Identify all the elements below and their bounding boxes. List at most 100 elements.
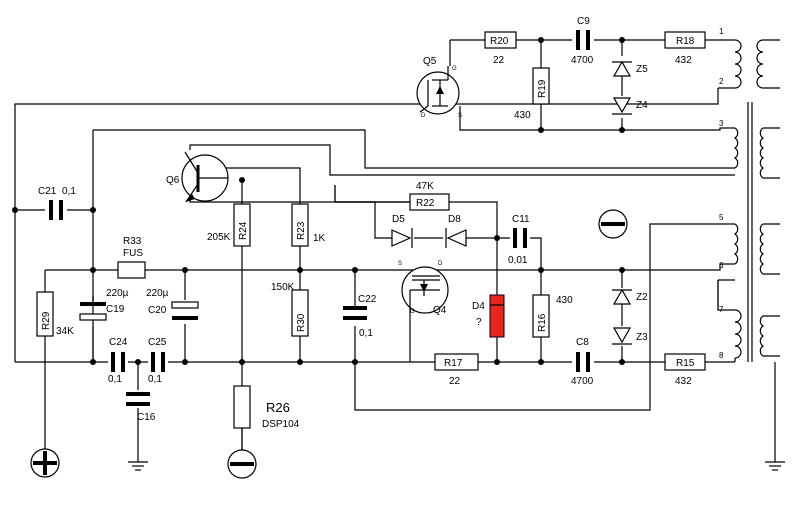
c8-label: C8 <box>576 337 589 348</box>
r20-resistor: R20 22 <box>484 31 517 66</box>
r33-value: FUS <box>123 248 143 259</box>
r15-label: R15 <box>676 358 695 369</box>
c25-capacitor: C25 0,1 <box>148 337 167 385</box>
r19-label: R19 <box>537 79 548 98</box>
c19-label: C19 <box>106 304 125 315</box>
q4-transistor: S D G Q4 <box>398 261 449 332</box>
c25-value: 0,1 <box>148 374 162 385</box>
r30-value: 150K <box>271 282 295 293</box>
c9-label: C9 <box>577 16 590 27</box>
c22-capacitor: C22 0,1 <box>343 294 377 339</box>
q4-pin-s: S <box>398 261 402 267</box>
minus-terminal-icon <box>598 209 628 239</box>
r19-value: 430 <box>514 110 531 121</box>
c20-label: C20 <box>148 305 167 316</box>
d4-body <box>489 294 505 338</box>
r29-label: R29 <box>41 311 52 330</box>
c22-label: C22 <box>358 294 377 305</box>
q4-label: Q4 <box>433 305 447 316</box>
q5-transistor: Q5 G D S <box>416 56 462 119</box>
r15-resistor: R15 432 <box>664 353 706 387</box>
d5-label: D5 <box>392 214 405 225</box>
r24-resistor: R24 205K <box>207 203 251 247</box>
c19-capacitor: 220µ C19 <box>79 288 129 321</box>
r19-resistor: R19 430 <box>514 67 550 121</box>
d4-value: ? <box>476 317 482 328</box>
d8-diode: D8 <box>445 214 467 248</box>
r17-resistor: R17 22 <box>434 353 479 387</box>
q5-label: Q5 <box>423 56 437 67</box>
q5-pin-g: G <box>452 66 457 72</box>
z4-label: Z4 <box>636 100 648 111</box>
c25-label: C25 <box>148 337 167 348</box>
z2-zener: Z2 <box>612 288 648 326</box>
r30-label: R30 <box>296 313 307 332</box>
c11-capacitor: C11 0,01 <box>508 214 530 266</box>
q6-transistor: Q6 <box>166 151 229 203</box>
r33-resistor: R33 FUS <box>117 236 146 279</box>
r16-resistor: R16 430 <box>532 294 573 338</box>
z3-zener: Z3 <box>612 327 648 345</box>
r26-label: R26 <box>266 400 290 415</box>
r18-value: 432 <box>675 55 692 66</box>
r17-value: 22 <box>449 376 461 387</box>
c20-capacitor: 220µ C20 <box>146 288 199 320</box>
r23-label: R23 <box>296 221 307 240</box>
c21-label: C21 <box>38 186 57 197</box>
r29-value: 34K <box>56 326 74 337</box>
r30-resistor: R30 150K <box>271 282 309 337</box>
pin-2: 2 <box>719 77 724 86</box>
r23-resistor: R23 1K <box>291 203 326 247</box>
r29-resistor: R29 34K <box>36 291 74 337</box>
r26-value: DSP104 <box>262 419 300 430</box>
r22-label: R22 <box>416 198 435 209</box>
ground-icon <box>765 362 785 471</box>
r15-value: 432 <box>675 376 692 387</box>
r17-label: R17 <box>444 358 463 369</box>
z5-zener: Z5 <box>612 60 648 96</box>
c9-value: 4700 <box>571 55 594 66</box>
pin-3: 3 <box>719 119 724 128</box>
junctions <box>12 37 625 365</box>
z3-label: Z3 <box>636 332 648 343</box>
c20-value: 220µ <box>146 288 169 299</box>
ground-icon <box>128 461 148 471</box>
c11-value: 0,01 <box>508 255 528 266</box>
r22-value: 47K <box>416 181 434 192</box>
minus-terminal-icon <box>227 449 257 479</box>
c21-capacitor: C21 0,1 <box>38 186 76 220</box>
r20-label: R20 <box>490 36 509 47</box>
r33-label: R33 <box>123 236 142 247</box>
c8-value: 4700 <box>571 376 594 387</box>
r18-resistor: R18 432 <box>664 31 706 66</box>
z4-zener: Z4 <box>612 97 648 115</box>
r26-resistor: R26 DSP104 <box>233 385 300 450</box>
z5-label: Z5 <box>636 64 648 75</box>
d4-diode: D4 ? <box>472 294 505 338</box>
pin-8: 8 <box>719 351 724 360</box>
q5-pin-s: S <box>458 113 462 119</box>
c21-value: 0,1 <box>62 186 76 197</box>
r16-label: R16 <box>537 313 548 332</box>
pin-1: 1 <box>719 27 724 36</box>
r24-label: R24 <box>238 221 249 240</box>
d4-label: D4 <box>472 301 485 312</box>
q5-pin-d: D <box>421 113 426 119</box>
c9-capacitor: C9 4700 <box>571 16 594 66</box>
r24-value: 205K <box>207 232 231 243</box>
r23-value: 1K <box>313 233 326 244</box>
c16-label: C16 <box>137 412 156 423</box>
q6-label: Q6 <box>166 175 180 186</box>
r16-value: 430 <box>556 295 573 306</box>
r18-label: R18 <box>676 36 695 47</box>
q4-pin-g: G <box>410 309 415 315</box>
c8-capacitor: C8 4700 <box>571 337 594 387</box>
q4-pin-d: D <box>438 261 443 267</box>
c24-value: 0,1 <box>108 374 122 385</box>
pin-7: 7 <box>719 305 724 314</box>
r20-value: 22 <box>493 55 505 66</box>
plus-terminal-icon <box>30 448 60 478</box>
d8-label: D8 <box>448 214 461 225</box>
d5-diode: D5 <box>391 214 413 248</box>
